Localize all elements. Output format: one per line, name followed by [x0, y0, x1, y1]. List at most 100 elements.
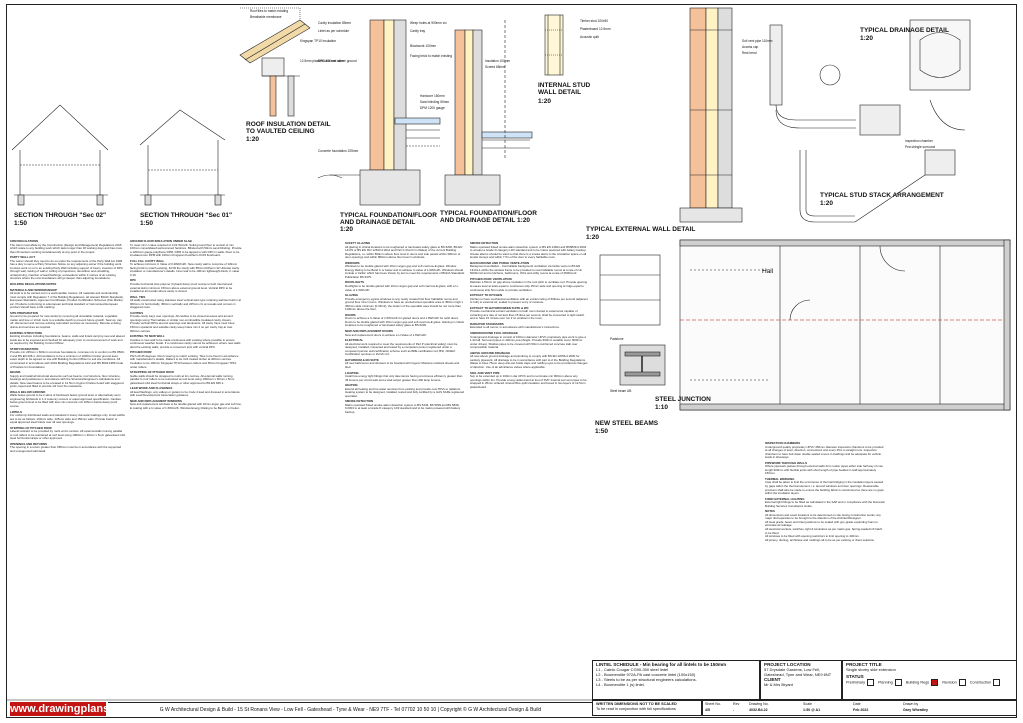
annotation: Rest bend	[742, 51, 757, 55]
scale-label: Scale	[803, 702, 812, 706]
note-text: External light fittings to be fitted as …	[765, 500, 885, 508]
section-sec02-title: SECTION THROUGH "Sec 02"	[14, 212, 107, 219]
drainage-scale: 1:20	[860, 35, 874, 42]
section-sec01-scale: 1:50	[140, 220, 154, 227]
external-wall-scale: 1:20	[586, 234, 600, 241]
lintel-row: L1 - Catnic Cougar CG90-300 steel lintel	[596, 667, 669, 672]
status-option: Planning	[878, 679, 902, 686]
scale: 1:50 @ A1	[803, 708, 821, 712]
note-heading: THERMAL BRIDGING	[765, 476, 795, 481]
drawn-by-label: Drawn by	[903, 702, 919, 706]
note-text: Provide cavity trays over openings. All …	[130, 314, 235, 333]
annotation: Soil vent pipe 110mm	[742, 39, 773, 43]
drainage-detail-drawing	[769, 19, 971, 136]
note-text: Provide emergency egress windows to any …	[345, 296, 464, 312]
note-text: The owner should they need to do so unde…	[10, 258, 124, 281]
drawing-no-label: Drawing No.	[749, 702, 769, 706]
annotation: Concrete foundation 225mm	[318, 149, 359, 153]
status-checkbox-icon	[931, 679, 939, 686]
annotation: Roof tiles to match existing	[250, 9, 289, 13]
note-text: All electrical sockets, switches, light …	[765, 527, 883, 535]
note-heading: NOTES	[765, 509, 775, 514]
note-heading: LEAD WORK AND FLASHINGS	[130, 386, 173, 391]
note-heading: FULL FILL CAVITY WALL	[130, 258, 165, 263]
note-text: Gable walls should be strapped to roofs …	[130, 373, 235, 385]
note-heading: GLAZING	[345, 293, 359, 298]
external-wall-drawing	[679, 7, 743, 223]
note-heading: PARTY WALL ACT	[10, 255, 36, 260]
note-text: To meet min U value required of 0.22 W/m…	[130, 242, 242, 258]
company-footer: G W Architectural Design & Build - 15 St…	[108, 702, 593, 717]
stud-wall-scale: 1:20	[538, 98, 552, 105]
lintel-row: L2 - Boomerolite 972A-PA cast concrete l…	[596, 672, 696, 677]
note-text: Background ventilation - Controllable ba…	[470, 264, 583, 276]
client-label: CLIENT	[764, 677, 781, 682]
project-location: 57 Drysdale Gardens, Low Fell, Gateshead…	[764, 667, 832, 677]
stack-drawing	[799, 149, 956, 223]
annotation: Padstone	[610, 337, 624, 341]
note-text: Supply and install all structural elemen…	[10, 373, 124, 389]
sheet-no: 4/5	[705, 708, 710, 712]
note-text: Extend all heating and hot water service…	[345, 386, 465, 398]
note-heading: PITCHED ROOF VENTILATION	[470, 276, 512, 281]
status-checkbox-icon	[867, 679, 874, 686]
annotation: Cavity insulation 85mm	[318, 21, 351, 25]
note-text: The client must abide by the Constructio…	[10, 242, 123, 254]
note-heading: STRAPPING OF PITCHED ROOF	[130, 370, 175, 375]
note-heading: EXTRACT TO KITCHEN	[470, 293, 503, 298]
annotation: Pea shingle surround	[905, 145, 936, 149]
sheet-border	[6, 4, 1017, 718]
notice-line: WRITTEN DIMENSIONS NOT TO BE SCALED	[596, 702, 677, 706]
project-location-box: PROJECT LOCATION 57 Drysdale Gardens, Lo…	[760, 660, 842, 700]
note-heading: NEW AND REPLACEMENT WINDOWS	[130, 398, 182, 403]
status-checkbox-icon	[993, 679, 1001, 686]
note-heading: SITE PREPARATION	[10, 310, 38, 315]
roof-detail-scale: 1:20	[246, 136, 260, 143]
note-text: Extended to all rooms; in accordance wit…	[470, 325, 560, 330]
status-option-label: Building Regs	[905, 680, 930, 685]
note-text: All new bathrooms and showers to be boar…	[345, 361, 460, 369]
rev: -	[733, 708, 735, 712]
note-heading: DOORS	[345, 312, 356, 317]
note-text: Lateral restraint to be provided by roof…	[10, 429, 125, 441]
note-text: For uniformly distributed loads and stan…	[10, 413, 125, 425]
annotation: 12.5mm plasterboard and skim	[300, 59, 344, 63]
status-option: Building Regs	[905, 679, 939, 686]
dimensions-notice: WRITTEN DIMENSIONS NOT TO BE SCALED To b…	[592, 700, 702, 716]
annotation: Facing brick to match existing	[410, 54, 452, 58]
section-sec02-drawing	[11, 104, 109, 206]
note-heading: CDM REGULATIONS	[10, 239, 39, 243]
external-wall-title: TYPICAL EXTERNAL WALL DETAIL	[586, 226, 696, 233]
note-text: Maintain a 50mm air gap above insulation…	[470, 280, 588, 292]
note-heading: WALLS BELOW GROUND	[10, 389, 46, 394]
note-text: New and replacement doors to achieve a U…	[345, 332, 427, 337]
note-text: Underground drainage to consist of 100mm…	[470, 334, 587, 350]
status-checkbox-icon	[894, 679, 902, 686]
annotation: Inspection chamber	[905, 139, 933, 143]
annotation: DPC 150mm above ground	[318, 59, 357, 63]
note-heading: INSPECTION CHAMBERS	[765, 441, 801, 445]
note-heading: LIGHTING	[345, 370, 359, 375]
note-text: Provide mechanical extract ventilation t…	[470, 309, 585, 321]
note-heading: UNDERGROUND FOUL DRAINAGE	[470, 331, 518, 336]
note-heading: BUILDING REGULATIONS NOTES	[10, 282, 57, 287]
stack-title: TYPICAL STUD STACK ARRANGEMENT	[820, 192, 944, 199]
note-text: All glazing in critical locations to be …	[345, 244, 463, 260]
annotation: Access cap	[742, 45, 759, 49]
note-text: All dimensions and exact locations to be…	[765, 512, 881, 521]
note-text: Provide min 225mm x 600mm concrete found…	[10, 350, 125, 369]
foundation-title: TYPICAL FOUNDATION/FLOOR AND DRAINAGE DE…	[340, 212, 437, 226]
note-text: Ground to be prepared for new works by r…	[10, 314, 122, 330]
note-heading: ABOVE GROUND DRAINAGE	[470, 350, 511, 355]
note-heading: PITCHED ROOF	[130, 350, 152, 355]
roof-detail-drawing	[239, 7, 311, 117]
new-steel-beams-title: NEW STEEL BEAMS	[595, 420, 659, 427]
annotation: Insulation 100mm	[485, 59, 511, 63]
